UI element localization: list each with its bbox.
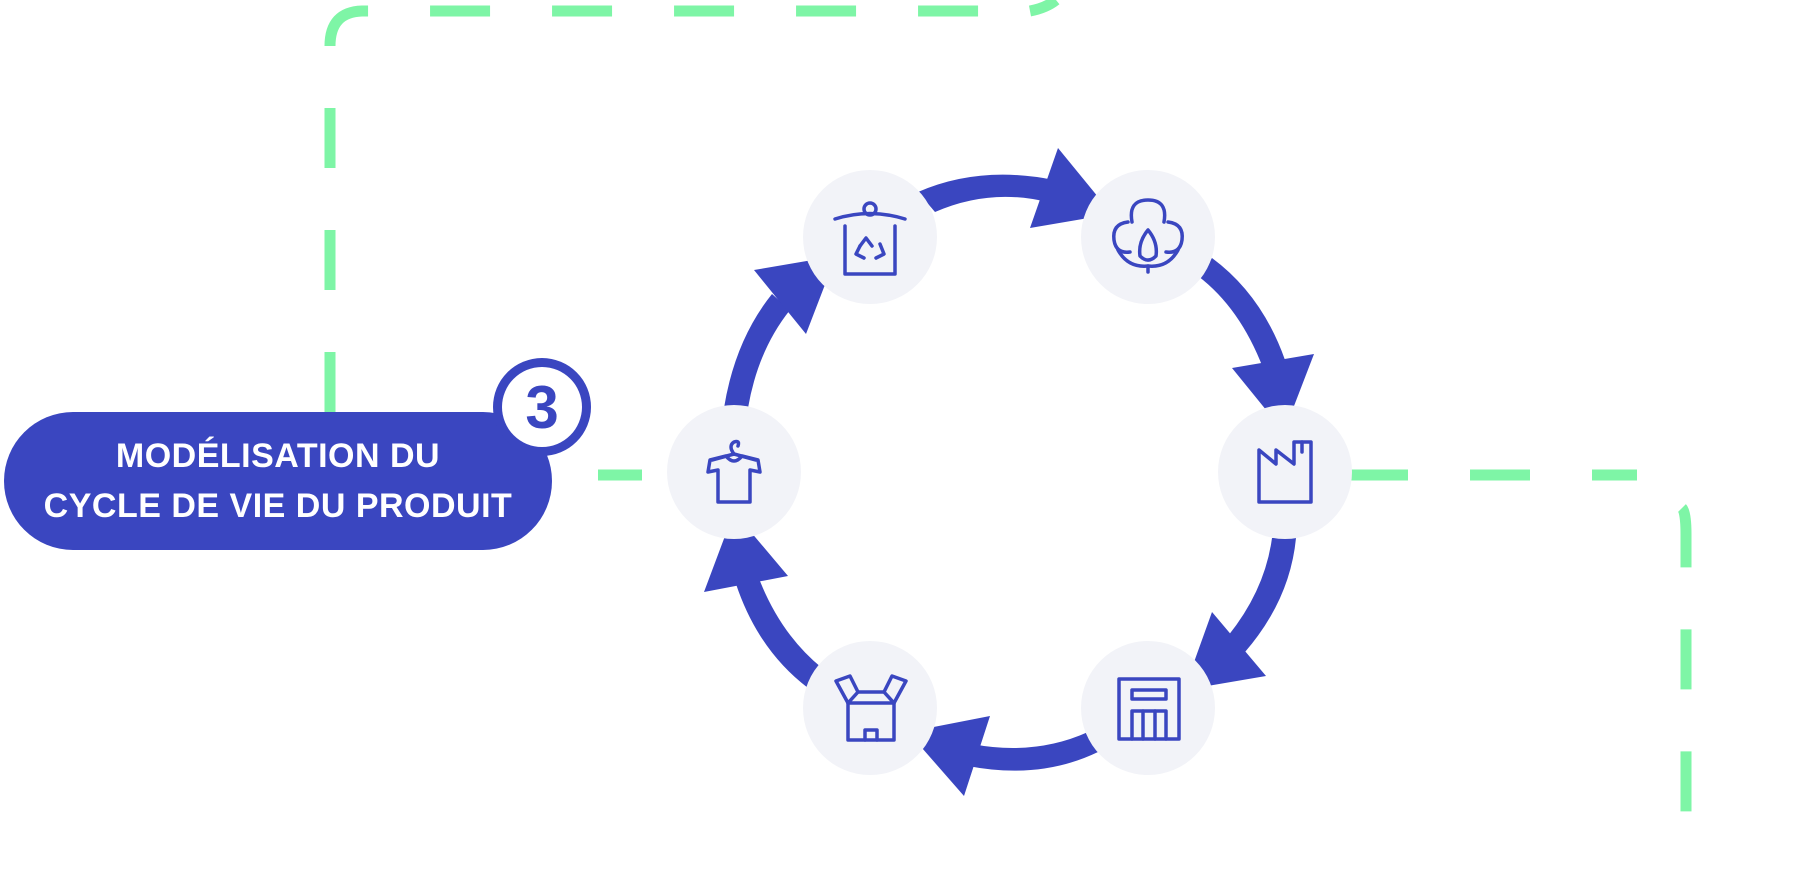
arrow-package-to-tshirt — [736, 576, 822, 688]
cotton-plant-icon — [1112, 198, 1184, 274]
arrow-factory-to-warehouse — [1228, 538, 1296, 652]
recycling-bin-icon — [833, 201, 907, 276]
label-line-1: MODÉLISATION DU — [115, 437, 441, 475]
connector-right-down — [1677, 504, 1692, 830]
factory-icon — [1257, 440, 1313, 504]
step-number: 3 — [502, 367, 582, 447]
connector-top-hook — [1028, 0, 1060, 17]
arrow-warehouse-to-package — [968, 732, 1098, 771]
connector-top-left — [324, 5, 1030, 412]
node-factory — [1218, 405, 1352, 539]
arrowhead-package-to-tshirt — [704, 512, 788, 592]
cycle-node-circles — [667, 170, 1352, 775]
label-line-2: CYCLE DE VIE DU PRODUIT — [43, 487, 513, 525]
step-badge: 3 — [493, 358, 591, 456]
arrow-recycling-to-cotton — [918, 174, 1054, 212]
arrow-tshirt-to-recycling — [724, 294, 790, 408]
node-warehouse — [1081, 641, 1215, 775]
arrowhead-cotton-to-factory — [1232, 354, 1314, 432]
connector-dashes — [324, 0, 1692, 830]
tshirt-hanger-icon — [706, 439, 762, 504]
warehouse-icon — [1117, 677, 1181, 741]
node-package — [803, 641, 937, 775]
arrowhead-factory-to-warehouse — [1184, 612, 1266, 690]
node-recycling — [803, 170, 937, 304]
lifecycle-label: MODÉLISATION DU CYCLE DE VIE DU PRODUIT — [4, 412, 552, 550]
package-box-icon — [834, 674, 908, 742]
node-tshirt — [667, 405, 801, 539]
arrow-cotton-to-factory — [1198, 258, 1285, 368]
node-cotton — [1081, 170, 1215, 304]
